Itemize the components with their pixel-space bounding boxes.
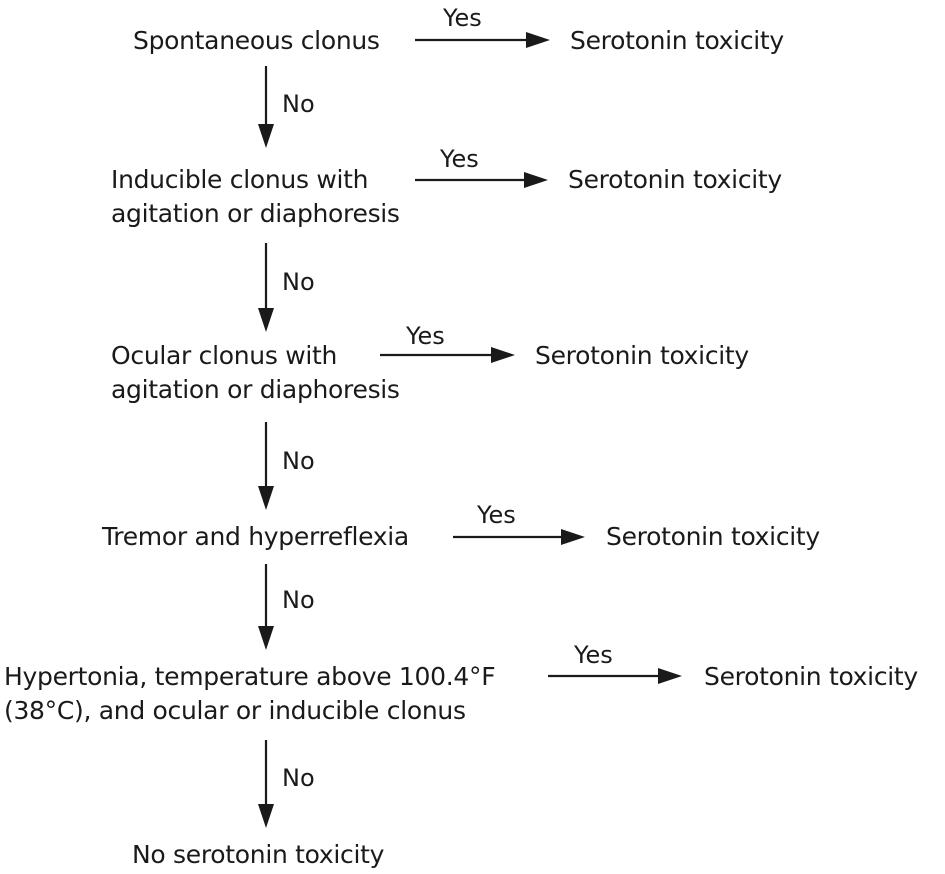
no-label: No (282, 90, 315, 118)
result-no-serotonin-toxicity: No serotonin toxicity (132, 840, 385, 869)
condition-spontaneous-clonus: Spontaneous clonus (133, 24, 380, 58)
result-serotonin-toxicity: Serotonin toxicity (606, 522, 820, 551)
yes-label: Yes (477, 501, 516, 529)
condition-ocular-clonus: Ocular clonus with agitation or diaphore… (111, 339, 400, 407)
yes-label: Yes (440, 145, 479, 173)
no-arrow-5 (258, 740, 274, 828)
result-serotonin-toxicity: Serotonin toxicity (535, 341, 749, 370)
result-serotonin-toxicity: Serotonin toxicity (704, 662, 918, 691)
yes-label: Yes (406, 322, 445, 350)
no-arrow-3 (258, 422, 274, 510)
condition-line: Inducible clonus with (111, 165, 369, 194)
no-arrow-2 (258, 243, 274, 332)
condition-tremor-hyperreflexia: Tremor and hyperreflexia (102, 520, 409, 554)
condition-line: Tremor and hyperreflexia (102, 522, 409, 551)
yes-arrow-2 (415, 172, 548, 188)
yes-arrow-3 (380, 347, 515, 363)
no-label: No (282, 586, 315, 614)
yes-label: Yes (574, 641, 613, 669)
no-label: No (282, 268, 315, 296)
condition-line: agitation or diaphoresis (111, 375, 400, 404)
no-label: No (282, 764, 315, 792)
yes-arrow-5 (548, 668, 682, 684)
condition-line: Ocular clonus with (111, 341, 338, 370)
yes-label: Yes (443, 4, 482, 32)
condition-inducible-clonus: Inducible clonus with agitation or diaph… (111, 163, 400, 231)
no-arrow-1 (258, 66, 274, 148)
no-label: No (282, 447, 315, 475)
result-serotonin-toxicity: Serotonin toxicity (568, 165, 782, 194)
result-serotonin-toxicity: Serotonin toxicity (570, 26, 784, 55)
condition-line: agitation or diaphoresis (111, 199, 400, 228)
condition-line: Hypertonia, temperature above 100.4°F (4, 662, 496, 691)
condition-hypertonia-temperature: Hypertonia, temperature above 100.4°F (3… (4, 660, 496, 728)
yes-arrow-1 (415, 32, 550, 48)
condition-line: (38°C), and ocular or inducible clonus (4, 696, 466, 725)
no-arrow-4 (258, 564, 274, 650)
condition-line: Spontaneous clonus (133, 26, 380, 55)
yes-arrow-4 (453, 529, 585, 545)
